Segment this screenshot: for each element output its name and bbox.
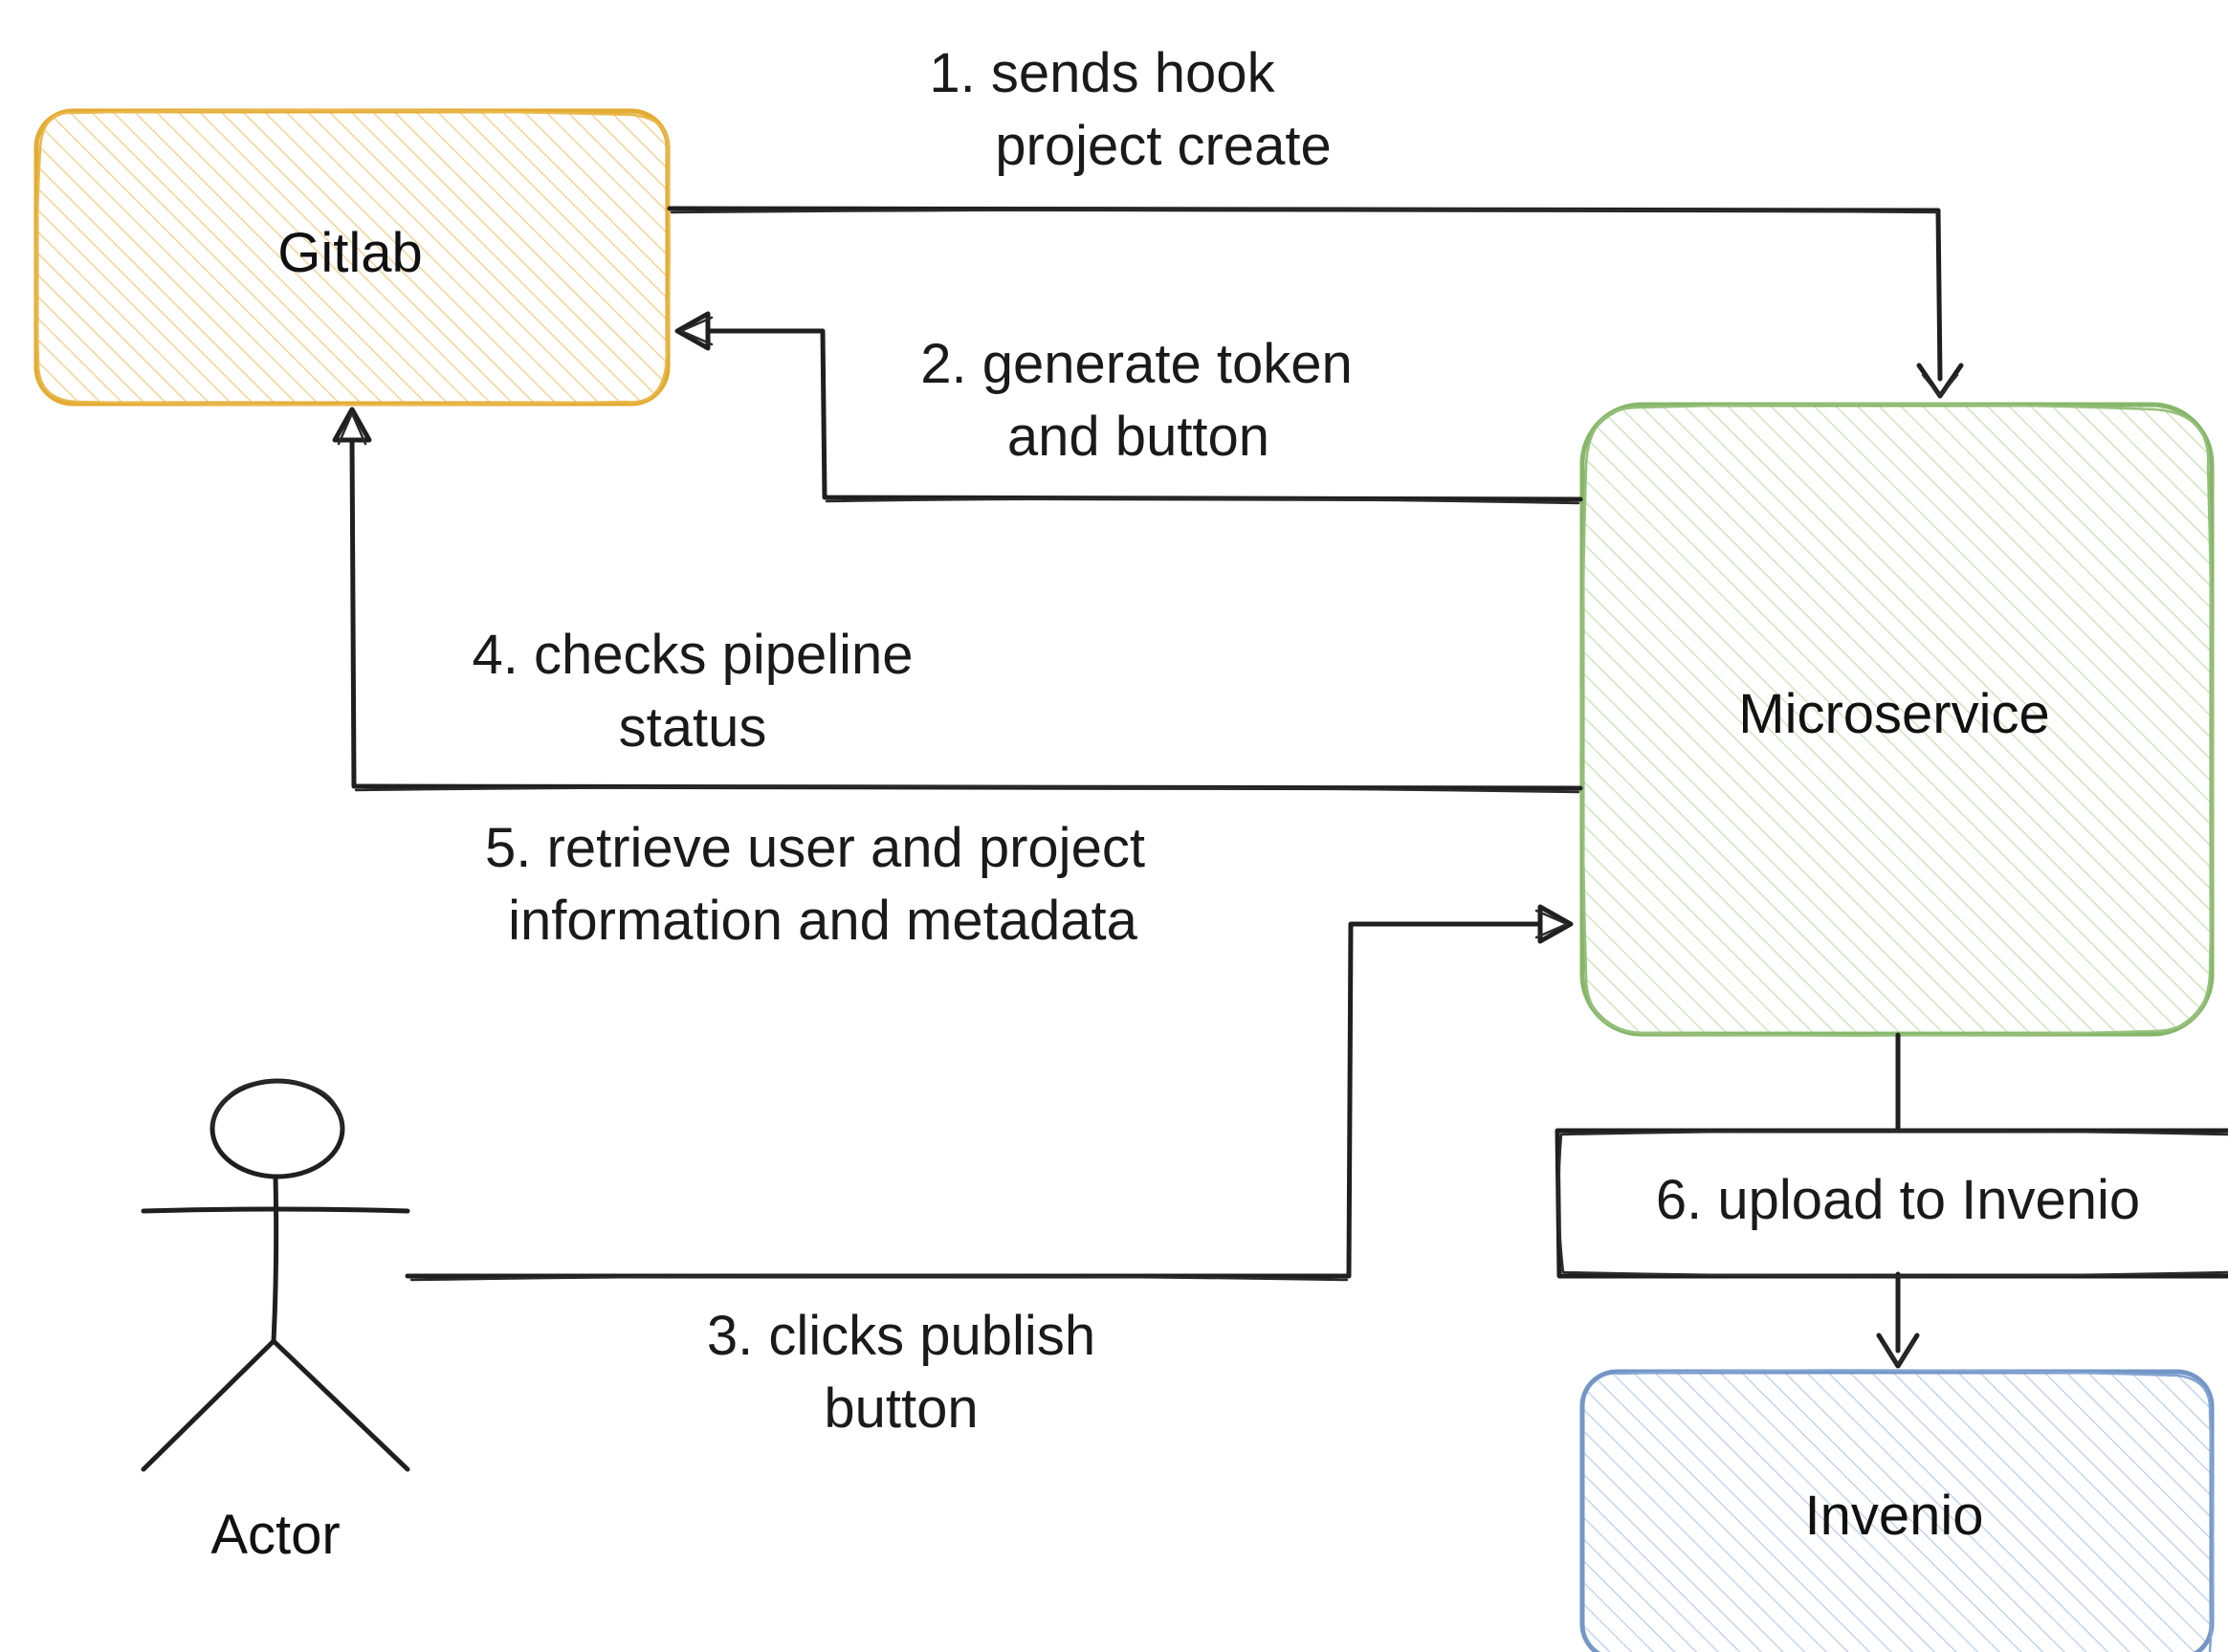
microservice-label: Microservice xyxy=(1738,683,2050,745)
edge-sends-hook xyxy=(667,206,1964,399)
upload-step-label: 6. upload to Invenio xyxy=(1656,1169,2140,1231)
edge-5-label-line1: 5. retrieve user and project xyxy=(485,817,1145,879)
edge-checks-pipeline xyxy=(332,407,1583,794)
edge-2-label-line2: and button xyxy=(1007,406,1269,468)
edge-4-label-line1: 4. checks pipeline xyxy=(472,624,913,686)
upload-step-box: 6. upload to Invenio xyxy=(1555,1128,2228,1279)
stick-figure-icon xyxy=(141,1078,410,1472)
actor-label: Actor xyxy=(210,1504,340,1566)
invenio-label: Invenio xyxy=(1804,1485,1983,1547)
edge-upload-to-invenio xyxy=(1876,1032,1920,1369)
edge-3-label-line1: 3. clicks publish xyxy=(707,1305,1095,1367)
microservice-node: Microservice xyxy=(1579,402,2215,1037)
edge-2-label-line1: 2. generate token xyxy=(920,333,1352,395)
edge-clicks-publish xyxy=(405,904,1574,1282)
edge-4-label-line2: status xyxy=(619,696,767,759)
gitlab-label: Gitlab xyxy=(277,222,423,284)
gitlab-node: Gitlab xyxy=(33,108,671,407)
edge-generate-token xyxy=(674,311,1583,505)
edge-1-label-line2: project create xyxy=(995,115,1331,177)
invenio-node: Invenio xyxy=(1579,1369,2215,1652)
edge-5-label-line2: information and metadata xyxy=(508,890,1137,952)
edge-3-label-line2: button xyxy=(824,1377,978,1440)
edge-1-label-line1: 1. sends hook xyxy=(929,42,1275,104)
